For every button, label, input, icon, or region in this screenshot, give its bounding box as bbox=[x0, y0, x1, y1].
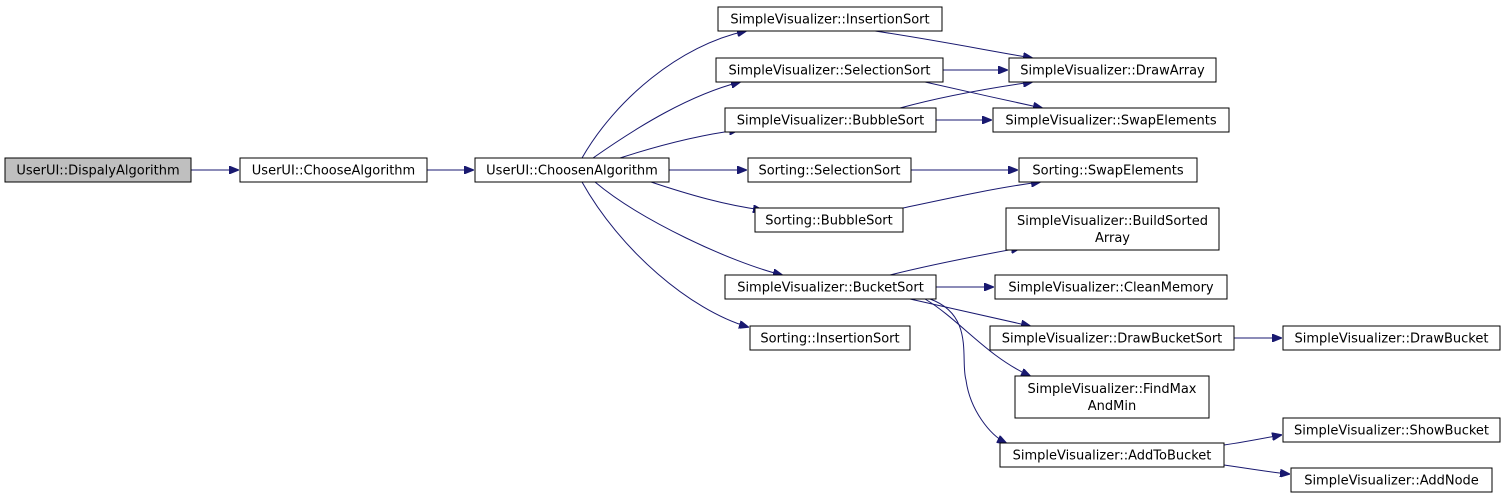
node-box bbox=[754, 207, 904, 233]
node-label: SimpleVisualizer::DrawBucket bbox=[1295, 332, 1489, 347]
node-dispaly[interactable]: UserUI::DispalyAlgorithm bbox=[4, 157, 192, 183]
node-label: SimpleVisualizer::FindMax bbox=[1027, 382, 1196, 397]
node-sv-drawarray[interactable]: SimpleVisualizer::DrawArray bbox=[1008, 57, 1217, 83]
node-choose[interactable]: UserUI::ChooseAlgorithm bbox=[239, 157, 428, 183]
edge-choosen-to-s_bubble bbox=[650, 181, 762, 210]
edge-sv_addtobucket-to-sv_addnode bbox=[1223, 464, 1289, 474]
node-label: Sorting::BubbleSort bbox=[765, 214, 892, 229]
edge-sv_bubble-to-sv_drawarray bbox=[899, 82, 1032, 109]
node-s-bubble[interactable]: Sorting::BubbleSort bbox=[754, 207, 904, 233]
node-label: SimpleVisualizer::SelectionSort bbox=[728, 64, 930, 79]
node-label: AndMin bbox=[1088, 399, 1136, 414]
node-sv-swap[interactable]: SimpleVisualizer::SwapElements bbox=[992, 107, 1230, 133]
node-box bbox=[999, 442, 1225, 468]
node-label: Array bbox=[1095, 231, 1130, 246]
node-label: SimpleVisualizer::BucketSort bbox=[737, 281, 924, 296]
node-box bbox=[474, 157, 670, 183]
node-sv-bubble[interactable]: SimpleVisualizer::BubbleSort bbox=[724, 107, 937, 133]
node-label: Sorting::SelectionSort bbox=[758, 164, 900, 179]
node-s-swap[interactable]: Sorting::SwapElements bbox=[1018, 157, 1198, 183]
node-box bbox=[992, 107, 1230, 133]
node-box bbox=[989, 325, 1235, 351]
node-label: Sorting::InsertionSort bbox=[760, 332, 899, 347]
node-box bbox=[1005, 207, 1220, 251]
node-box bbox=[1008, 57, 1217, 83]
node-box bbox=[747, 157, 912, 183]
node-label: UserUI::DispalyAlgorithm bbox=[16, 164, 179, 179]
node-box bbox=[1282, 417, 1501, 443]
edge-choosen-to-sv_selection bbox=[592, 82, 740, 159]
node-label: SimpleVisualizer::BubbleSort bbox=[737, 114, 924, 129]
node-label: UserUI::ChooseAlgorithm bbox=[252, 164, 415, 179]
node-label: SimpleVisualizer::BuildSorted bbox=[1017, 214, 1208, 229]
node-box bbox=[4, 157, 192, 183]
node-label: SimpleVisualizer::DrawBucketSort bbox=[1002, 332, 1223, 347]
node-label: UserUI::ChoosenAlgorithm bbox=[486, 164, 658, 179]
edge-choosen-to-sv_insertion bbox=[581, 31, 746, 159]
node-sv-selection[interactable]: SimpleVisualizer::SelectionSort bbox=[715, 57, 944, 83]
edge-choosen-to-sv_bucket bbox=[594, 181, 782, 275]
node-sv-drawbucket[interactable]: SimpleVisualizer::DrawBucket bbox=[1282, 325, 1501, 351]
node-box bbox=[715, 57, 944, 83]
node-box bbox=[1282, 325, 1501, 351]
edge-sv_bucket-to-sv_findmax bbox=[924, 298, 1030, 376]
node-choosen[interactable]: UserUI::ChoosenAlgorithm bbox=[474, 157, 670, 183]
node-sv-addtobucket[interactable]: SimpleVisualizer::AddToBucket bbox=[999, 442, 1225, 468]
node-sv-insertion[interactable]: SimpleVisualizer::InsertionSort bbox=[717, 6, 943, 32]
node-sv-drawbucketsort[interactable]: SimpleVisualizer::DrawBucketSort bbox=[989, 325, 1235, 351]
node-box bbox=[1014, 375, 1210, 419]
node-sv-bucket[interactable]: SimpleVisualizer::BucketSort bbox=[724, 274, 937, 300]
edge-sv_bucket-to-sv_drawbucketsort bbox=[909, 298, 1030, 326]
node-sv-addnode[interactable]: SimpleVisualizer::AddNode bbox=[1290, 467, 1493, 493]
edge-sv_insertion-to-sv_drawarray bbox=[874, 30, 1032, 58]
node-box bbox=[724, 274, 937, 300]
node-s-selection[interactable]: Sorting::SelectionSort bbox=[747, 157, 912, 183]
node-sv-cleanmem[interactable]: SimpleVisualizer::CleanMemory bbox=[994, 274, 1228, 300]
edge-s_bubble-to-s_swap bbox=[902, 182, 1040, 209]
node-sv-showbucket[interactable]: SimpleVisualizer::ShowBucket bbox=[1282, 417, 1501, 443]
edge-choosen-to-s_insertion bbox=[581, 181, 748, 327]
node-label: SimpleVisualizer::AddToBucket bbox=[1013, 449, 1212, 464]
node-label: SimpleVisualizer::ShowBucket bbox=[1294, 424, 1489, 439]
node-label: SimpleVisualizer::AddNode bbox=[1304, 474, 1479, 489]
edge-sv_addtobucket-to-sv_showbucket bbox=[1223, 435, 1281, 446]
node-label: SimpleVisualizer::DrawArray bbox=[1020, 64, 1205, 79]
node-box bbox=[1290, 467, 1493, 493]
node-label: SimpleVisualizer::InsertionSort bbox=[730, 13, 929, 28]
edge-sv_bucket-to-sv_buildsorted bbox=[889, 248, 1020, 276]
node-label: SimpleVisualizer::SwapElements bbox=[1005, 114, 1216, 129]
edge-sv_selection-to-sv_swap bbox=[924, 81, 1042, 108]
node-box bbox=[749, 325, 911, 351]
call-nodes: UserUI::DispalyAlgorithm UserUI::ChooseAl… bbox=[4, 6, 1501, 493]
node-box bbox=[1018, 157, 1198, 183]
node-s-insertion[interactable]: Sorting::InsertionSort bbox=[749, 325, 911, 351]
node-label: SimpleVisualizer::CleanMemory bbox=[1008, 281, 1214, 296]
node-box bbox=[724, 107, 937, 133]
edge-sv_bucket-to-sv_addtobucket bbox=[929, 298, 1006, 443]
node-box bbox=[994, 274, 1228, 300]
edge-choosen-to-sv_bubble bbox=[619, 130, 738, 159]
node-box bbox=[717, 6, 943, 32]
call-edges bbox=[191, 31, 1289, 474]
node-box bbox=[239, 157, 428, 183]
node-label: Sorting::SwapElements bbox=[1032, 164, 1183, 179]
